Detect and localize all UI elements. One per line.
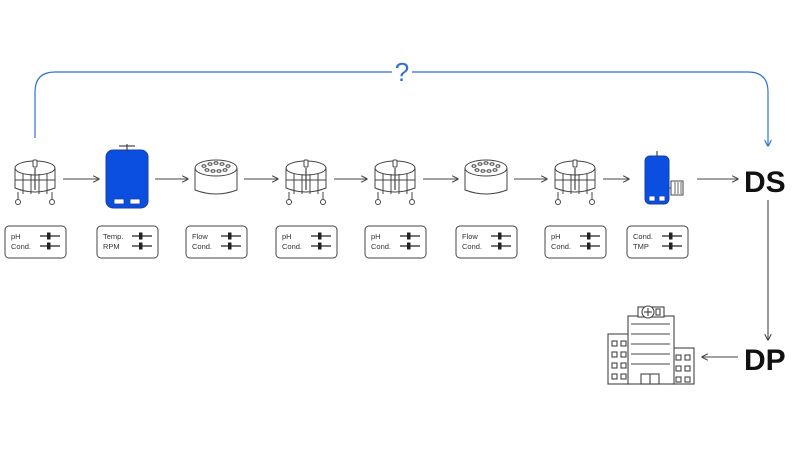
slider-knob bbox=[407, 232, 411, 240]
slider-knob bbox=[407, 242, 411, 250]
dp-label: DP bbox=[744, 344, 786, 377]
parameter-label: pH bbox=[371, 232, 381, 241]
slider-knob bbox=[228, 232, 232, 240]
parameter-label: Cond. bbox=[551, 242, 571, 251]
question-mark: ? bbox=[395, 57, 409, 87]
slider-knob bbox=[47, 242, 51, 250]
slider-knob bbox=[139, 232, 143, 240]
slider-knob bbox=[498, 232, 502, 240]
tank-cage-icon bbox=[14, 159, 56, 205]
factory-building-icon bbox=[607, 305, 695, 385]
parameter-box: Cond.TMP bbox=[626, 225, 689, 259]
parameter-label: RPM bbox=[103, 242, 120, 251]
parameter-label: Flow bbox=[192, 232, 208, 241]
tank-cage-icon bbox=[285, 159, 327, 205]
parameter-label: Temp. bbox=[103, 232, 123, 241]
parameter-box: Temp.RPM bbox=[96, 225, 159, 259]
slider-knob bbox=[587, 242, 591, 250]
parameter-label: pH bbox=[282, 232, 292, 241]
tank-cage-icon bbox=[554, 159, 596, 205]
slider-knob bbox=[669, 232, 673, 240]
slider-knob bbox=[669, 242, 673, 250]
parameter-label: pH bbox=[551, 232, 561, 241]
tank-cage-icon bbox=[374, 159, 416, 205]
slider-knob bbox=[318, 242, 322, 250]
parameter-label: Cond. bbox=[633, 232, 653, 241]
parameter-label: Cond. bbox=[282, 242, 302, 251]
slider-knob bbox=[318, 232, 322, 240]
parameter-label: Cond. bbox=[11, 242, 31, 251]
parameter-label: Cond. bbox=[462, 242, 482, 251]
process-stages: pHCond.Temp.RPMFlowCond.pHCond.pHCond.Fl… bbox=[4, 144, 738, 259]
filtration-vessel-blue-icon bbox=[644, 151, 684, 205]
parameter-label: pH bbox=[11, 232, 21, 241]
slider-knob bbox=[47, 232, 51, 240]
parameter-label: TMP bbox=[633, 242, 649, 251]
slider-knob bbox=[139, 242, 143, 250]
slider-knob bbox=[587, 232, 591, 240]
parameter-label: Flow bbox=[462, 232, 478, 241]
bioreactor-blue-icon bbox=[105, 144, 149, 209]
feedback-loop-line bbox=[34, 71, 768, 146]
ds-label: DS bbox=[744, 166, 786, 199]
slider-knob bbox=[228, 242, 232, 250]
column-cylinder-icon bbox=[464, 159, 508, 195]
column-cylinder-icon bbox=[194, 159, 238, 195]
parameter-label: Cond. bbox=[371, 242, 391, 251]
slider-knob bbox=[498, 242, 502, 250]
parameter-label: Cond. bbox=[192, 242, 212, 251]
